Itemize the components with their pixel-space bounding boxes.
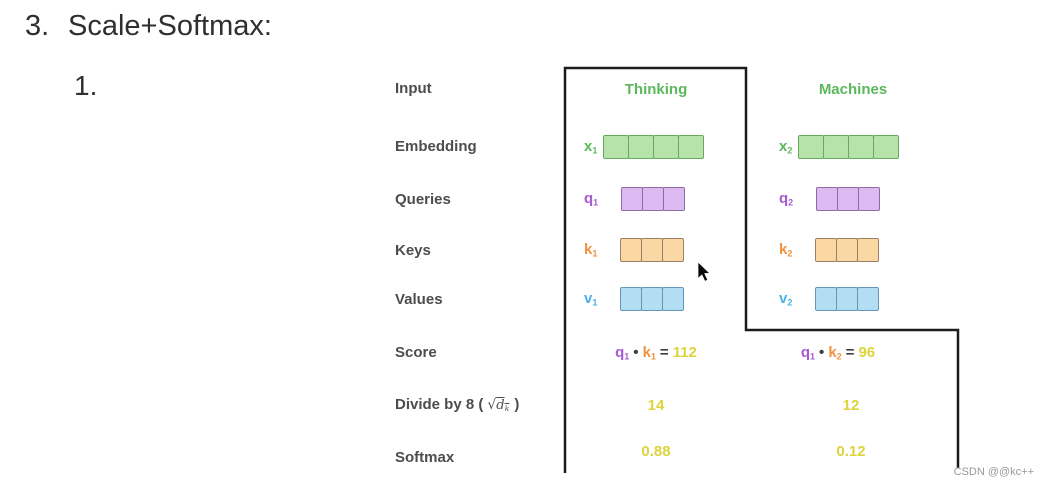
vector-cell [873,135,900,159]
vector-cell [815,287,838,311]
vector-cell [836,287,859,311]
score-equation-thinking: q1•k1=112 [615,344,697,362]
vector-cell [642,187,665,211]
row-label-embedding: Embedding [395,138,477,155]
key-vector-k2: k2 [779,238,880,262]
vector-cell [620,238,643,262]
embedding-vector-x2: x2 [779,135,900,159]
vector-cell [798,135,825,159]
vector-cell [857,238,880,262]
vector-cell [620,287,643,311]
vector-cell [621,187,644,211]
vector-cell [603,135,630,159]
row-label-queries: Queries [395,191,451,208]
vector-cell [662,287,685,311]
divided-score-machines: 12 [842,397,860,414]
divide-label-prefix: Divide by 8 ( [395,396,484,413]
vector-label-q2: q2 [779,190,794,208]
vector-cell [823,135,850,159]
dot-product-icon: • [633,344,639,361]
vector-label-x1: x1 [584,138,598,156]
embedding-cells-x1 [603,135,705,159]
query-cells-q2 [816,187,881,211]
score-value-machines: 96 [858,344,876,361]
vector-cell [628,135,655,159]
column-header-thinking: Thinking [624,81,688,98]
row-label-input: Input [395,80,432,97]
vector-cell [836,238,859,262]
watermark: CSDN @@kc++ [953,466,1034,478]
key-cells-k2 [815,238,880,262]
vector-cell [641,287,664,311]
vector-cell [662,238,685,262]
score-equation-machines: q1•k2=96 [800,344,876,362]
vector-cell [641,238,664,262]
vector-label-k1: k1 [584,241,598,259]
vector-cell [857,287,880,311]
embedding-vector-x1: x1 [584,135,705,159]
score-value-thinking: 112 [672,344,697,361]
vector-cell [678,135,705,159]
vector-cell [663,187,686,211]
vector-label-k2: k2 [779,241,793,259]
value-cells-v1 [620,287,685,311]
divide-label-suffix: ) [514,396,520,413]
query-cells-q1 [621,187,686,211]
value-vector-v1: v1 [584,287,685,311]
vector-label-v1: v1 [584,290,598,308]
divided-score-thinking: 14 [647,397,665,414]
vector-cell [816,187,839,211]
query-vector-q1: q1 [584,187,686,211]
value-cells-v2 [815,287,880,311]
row-label-divide: Divide by 8 (√dk) [395,396,519,413]
page-title: Scale+Softmax: [68,10,272,42]
embedding-cells-x2 [798,135,900,159]
row-label-score: Score [395,344,437,361]
sqrt-icon: √ [487,397,497,413]
dot-product-icon: • [819,344,825,361]
page-title-number: 3. [25,10,50,42]
softmax-value-machines: 0.12 [836,443,866,460]
vector-cell [858,187,881,211]
vector-label-v2: v2 [779,290,793,308]
mouse-cursor [697,261,711,282]
vector-label-x2: x2 [779,138,793,156]
key-vector-k1: k1 [584,238,685,262]
query-vector-q2: q2 [779,187,881,211]
key-cells-k1 [620,238,685,262]
vector-label-q1: q1 [584,190,599,208]
vector-cell [815,238,838,262]
value-vector-v2: v2 [779,287,880,311]
row-label-softmax: Softmax [395,449,455,466]
column-header-machines: Machines [818,81,888,98]
row-label-keys: Keys [395,242,431,259]
row-label-values: Values [395,291,443,308]
vector-cell [848,135,875,159]
vector-cell [837,187,860,211]
vector-cell [653,135,680,159]
softmax-value-thinking: 0.88 [641,443,671,460]
divide-radicand: dk [496,398,510,413]
list-marker: 1. [74,70,98,101]
